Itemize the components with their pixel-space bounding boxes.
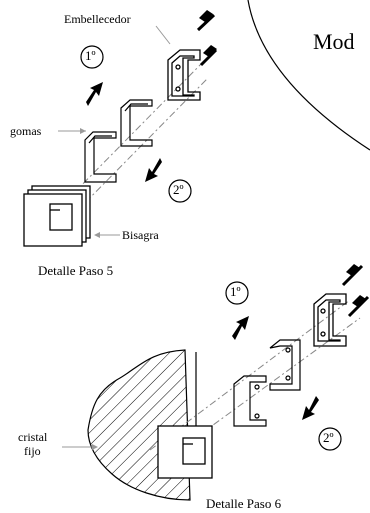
goma-piece-lower: [84, 131, 117, 183]
step-label-2-p6: 2º: [323, 430, 334, 445]
label-gomas: gomas: [10, 124, 42, 138]
bisagra-hinge: [23, 185, 91, 247]
push-arrow-icon: [232, 316, 249, 340]
label-embellecedor: Embellecedor: [64, 12, 131, 26]
bisagra-hinge-6: [157, 425, 213, 479]
label-mod: Mod: [313, 29, 355, 54]
caption-detalle-paso-5: Detalle Paso 5: [38, 263, 114, 278]
leader-bisagra-arrow: [94, 232, 100, 238]
caption-detalle-paso-6: Detalle Paso 6: [206, 496, 282, 511]
goma-piece-6-upper: [269, 339, 301, 391]
step-label-1-p5: 1º: [85, 48, 96, 63]
screw-icon: [341, 264, 364, 287]
screw-icon: [347, 295, 370, 318]
step-label-2-p5: 2º: [173, 182, 184, 197]
push-arrow-icon: [145, 158, 162, 182]
leader-embellecedor: [155, 25, 171, 45]
goma-piece-6-lower: [233, 375, 267, 427]
push-arrow-icon: [302, 396, 319, 420]
label-fijo: fijo: [24, 444, 41, 458]
embellecedor-piece: [167, 49, 201, 101]
screw-icon: [196, 10, 216, 32]
step-label-1-p6: 1º: [230, 284, 241, 299]
model-circle-outline: [247, 0, 370, 151]
push-arrow-icon: [86, 82, 103, 106]
goma-piece-upper: [120, 99, 153, 147]
label-bisagra: Bisagra: [122, 228, 159, 242]
embellecedor-piece-6: [313, 293, 347, 347]
step-number-circle: [168, 179, 192, 203]
axis-line-6a: [149, 299, 351, 451]
label-cristal: cristal: [18, 430, 48, 444]
axis-line-5a: [61, 59, 206, 206]
leader-gomas-arrow: [80, 128, 86, 134]
step-number-circle: [318, 427, 342, 451]
step-number-circle: [80, 45, 104, 69]
screw-icon: [199, 45, 218, 67]
leader-cristal-arrow: [92, 444, 98, 450]
step-number-circle: [225, 281, 249, 305]
